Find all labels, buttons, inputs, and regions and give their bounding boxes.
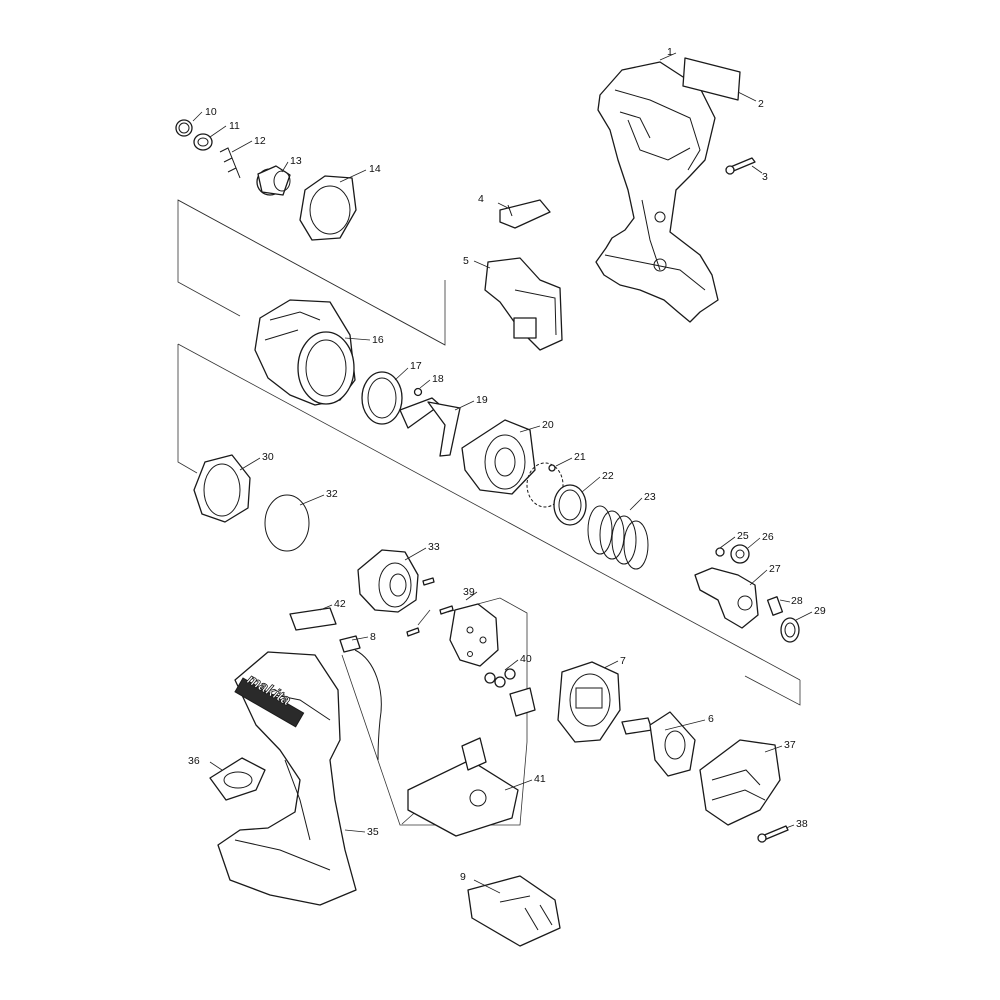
flat-washer-part bbox=[553, 484, 587, 526]
rear-cover-screw-part bbox=[757, 825, 789, 843]
battery-terminal-part bbox=[467, 875, 561, 947]
steel-ball-part bbox=[413, 387, 423, 397]
callout-layer: 1 2 3 4 5 6 7 8 9 10 11 12 13 14 16 17 1… bbox=[188, 46, 826, 894]
gear-housing-part bbox=[357, 549, 419, 613]
callout-42: 42 bbox=[334, 598, 346, 610]
callout-27: 27 bbox=[769, 563, 781, 575]
spindle-part bbox=[694, 567, 759, 629]
pin-part bbox=[766, 596, 784, 616]
callout-23: 23 bbox=[644, 491, 656, 503]
ball-ring-part bbox=[526, 462, 564, 508]
callout-36: 36 bbox=[188, 755, 200, 767]
callout-37: 37 bbox=[784, 739, 796, 751]
callout-14: 14 bbox=[369, 163, 381, 175]
callout-19: 19 bbox=[476, 394, 488, 406]
callout-10: 10 bbox=[205, 106, 217, 118]
rating-label-part bbox=[289, 607, 337, 631]
callout-3: 3 bbox=[762, 171, 768, 183]
rotor-part bbox=[621, 711, 696, 777]
anvil-part bbox=[399, 397, 461, 457]
callout-9: 9 bbox=[460, 871, 466, 883]
housing-screw-part bbox=[725, 157, 756, 175]
sensor-plate-part bbox=[449, 603, 499, 667]
callout-21: 21 bbox=[574, 451, 586, 463]
internal-gear-part bbox=[193, 454, 251, 523]
terminal-contacts-part bbox=[484, 668, 536, 717]
housing-half-part bbox=[595, 61, 719, 323]
callout-17: 17 bbox=[410, 360, 422, 372]
callout-22: 22 bbox=[602, 470, 614, 482]
retaining-ring-part bbox=[175, 119, 193, 137]
callout-4: 4 bbox=[478, 193, 484, 205]
callout-28: 28 bbox=[791, 595, 803, 607]
callout-13: 13 bbox=[290, 155, 302, 167]
label-plate-part bbox=[682, 57, 741, 101]
callout-2: 2 bbox=[758, 98, 764, 110]
switch-lever-part bbox=[499, 199, 551, 229]
callout-35: 35 bbox=[367, 826, 379, 838]
controller-part bbox=[407, 737, 519, 837]
hammer-case-part bbox=[254, 299, 356, 406]
callout-30: 30 bbox=[262, 451, 274, 463]
callout-18: 18 bbox=[432, 373, 444, 385]
rear-cover-part bbox=[699, 739, 781, 826]
hammer-part bbox=[461, 419, 536, 495]
callout-16: 16 bbox=[372, 334, 384, 346]
callout-25: 25 bbox=[737, 530, 749, 542]
spacer-ring-part bbox=[780, 617, 800, 643]
callout-12: 12 bbox=[254, 135, 266, 147]
spring-part bbox=[219, 147, 241, 179]
o-ring-part bbox=[264, 494, 310, 552]
callout-6: 6 bbox=[708, 713, 714, 725]
compression-spring-part bbox=[587, 505, 649, 570]
small-screws bbox=[406, 577, 454, 637]
switch-part bbox=[484, 257, 563, 351]
steel-ball-part-25 bbox=[715, 547, 725, 557]
callout-1: 1 bbox=[667, 46, 673, 58]
callout-20: 20 bbox=[542, 419, 554, 431]
callout-11: 11 bbox=[229, 120, 240, 132]
callout-41: 41 bbox=[534, 773, 546, 785]
callout-38: 38 bbox=[796, 818, 808, 830]
callout-7: 7 bbox=[620, 655, 626, 667]
bumper-part bbox=[299, 175, 357, 241]
callout-26: 26 bbox=[762, 531, 774, 543]
callout-8: 8 bbox=[370, 631, 376, 643]
callout-29: 29 bbox=[814, 605, 826, 617]
callout-5: 5 bbox=[463, 255, 469, 267]
sleeve-part bbox=[256, 165, 291, 196]
washer-part bbox=[193, 133, 213, 151]
led-circuit-part bbox=[339, 635, 382, 761]
stator-field-part bbox=[557, 661, 621, 743]
main-housing-part bbox=[217, 651, 357, 906]
gear-part bbox=[730, 544, 750, 564]
callout-33: 33 bbox=[428, 541, 440, 553]
callout-40: 40 bbox=[520, 653, 532, 665]
rubber-pad-part bbox=[209, 757, 266, 801]
thrust-washer-part bbox=[361, 371, 403, 425]
callout-39: 39 bbox=[463, 586, 475, 598]
callout-32: 32 bbox=[326, 488, 338, 500]
